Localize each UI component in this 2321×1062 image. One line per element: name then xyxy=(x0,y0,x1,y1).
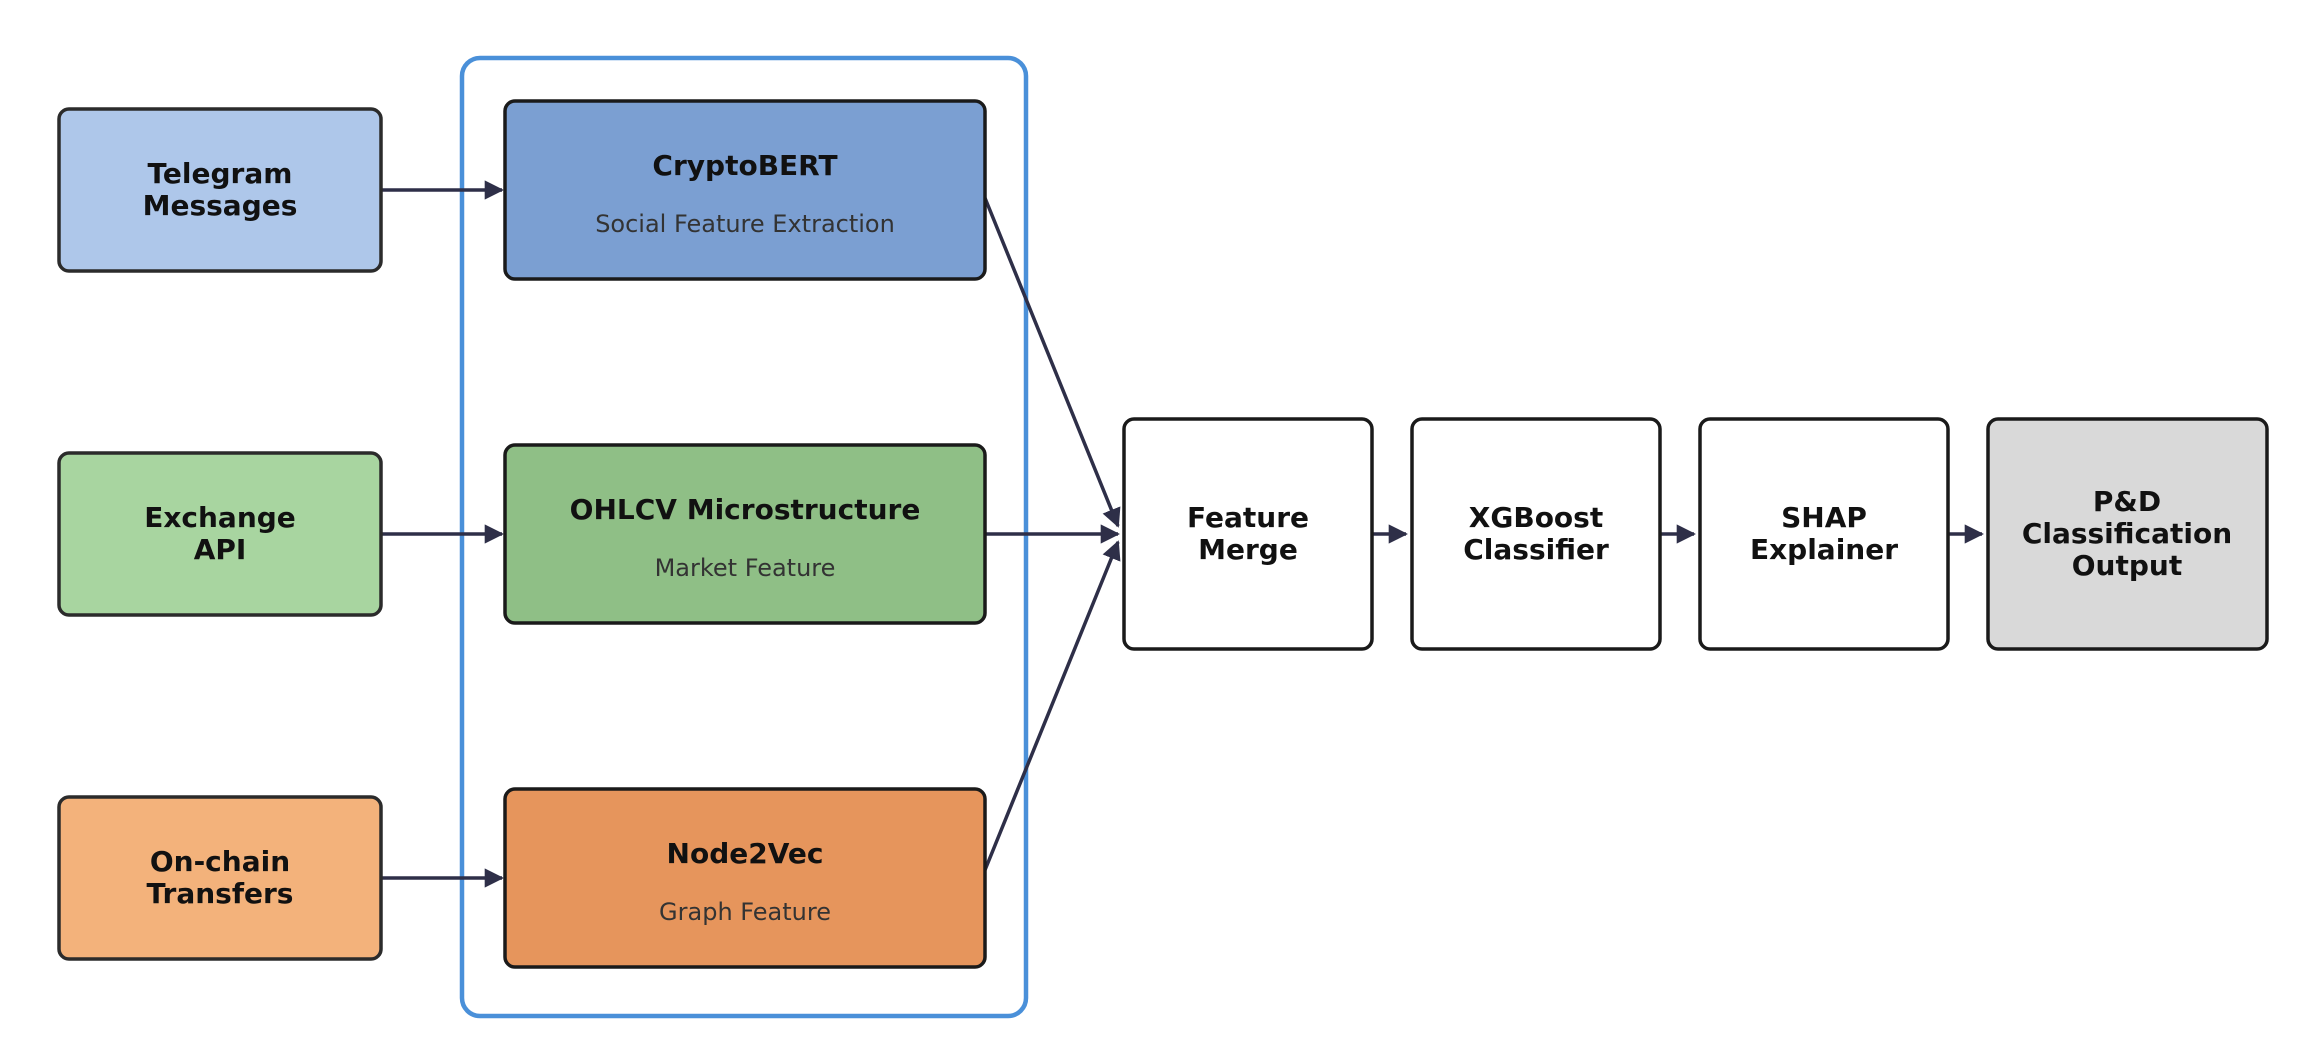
node-xgboost-line1: XGBoost xyxy=(1469,501,1603,534)
node-node2vec-subtitle: Graph Feature xyxy=(659,898,831,926)
edge-cryptobert-to-merge xyxy=(983,197,1121,528)
node-onchain-label-line1: On-chain xyxy=(150,845,290,878)
node-onchain-transfers: On-chain Transfers xyxy=(57,795,383,961)
node-ohlcv-title: OHLCV Microstructure xyxy=(570,493,921,526)
edge-node2vec-to-merge xyxy=(983,540,1121,871)
node-ohlcv-microstructure: OHLCV Microstructure Market Feature xyxy=(503,443,987,625)
node-classification-output: P&D Classification Output xyxy=(1986,417,2269,651)
node-exchange-label-line2: API xyxy=(194,533,247,566)
node-feature-merge-line2: Merge xyxy=(1198,533,1298,566)
node-shap-line2: Explainer xyxy=(1750,533,1898,566)
node-xgboost-classifier: XGBoost Classifier xyxy=(1410,417,1662,651)
node-output-line3: Output xyxy=(2072,549,2182,582)
node-exchange-api: Exchange API xyxy=(57,451,383,617)
node-telegram-label-line2: Messages xyxy=(143,189,298,222)
node-cryptobert-subtitle: Social Feature Extraction xyxy=(595,210,895,238)
node-feature-merge-line1: Feature xyxy=(1187,501,1309,534)
node-telegram-label-line1: Telegram xyxy=(148,157,293,190)
node-node2vec: Node2Vec Graph Feature xyxy=(503,787,987,969)
node-cryptobert: CryptoBERT Social Feature Extraction xyxy=(503,99,987,281)
node-shap-explainer: SHAP Explainer xyxy=(1698,417,1950,651)
node-shap-line1: SHAP xyxy=(1781,501,1867,534)
node-telegram-messages: Telegram Messages xyxy=(57,107,383,273)
node-node2vec-title: Node2Vec xyxy=(667,837,824,870)
node-exchange-label-line1: Exchange xyxy=(144,501,296,534)
node-onchain-label-line2: Transfers xyxy=(147,877,294,910)
node-output-line2: Classification xyxy=(2022,517,2232,550)
node-output-line1: P&D xyxy=(2093,485,2161,518)
node-cryptobert-title: CryptoBERT xyxy=(652,149,837,182)
node-xgboost-line2: Classifier xyxy=(1463,533,1609,566)
feature-extraction-group xyxy=(459,55,1029,1019)
node-ohlcv-subtitle: Market Feature xyxy=(655,554,836,582)
node-feature-merge: Feature Merge xyxy=(1122,417,1374,651)
